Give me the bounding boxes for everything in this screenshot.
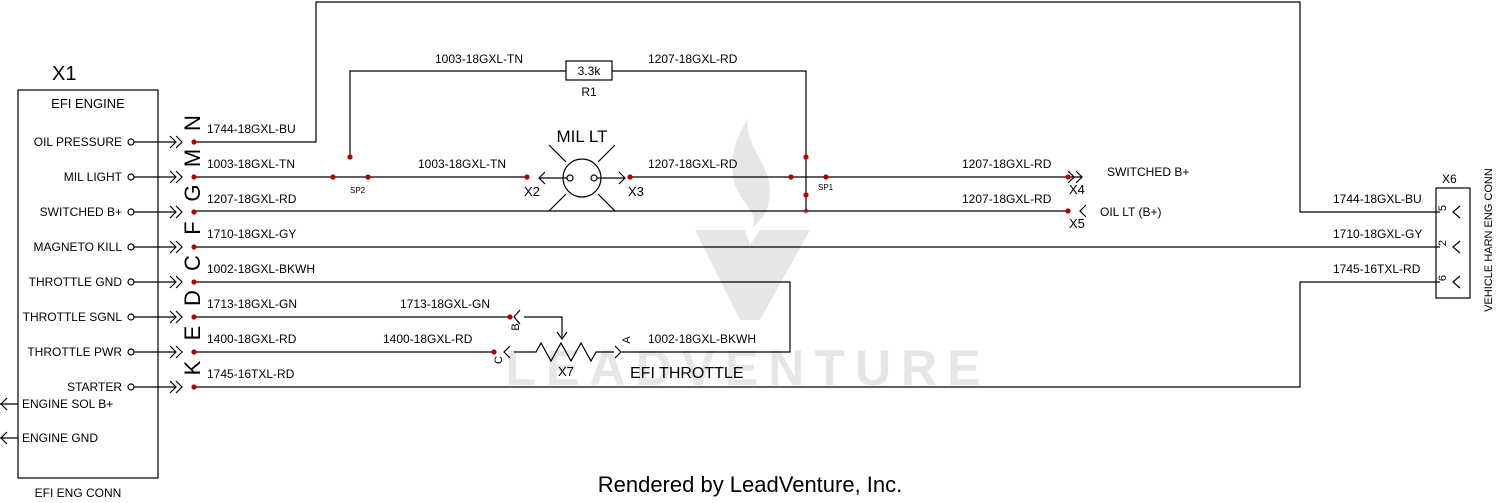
x3-ref: X3 <box>628 184 644 199</box>
x7-wire-b-label: 1713-18GXL-GN <box>400 297 490 311</box>
x1-pin-m: M <box>180 149 205 167</box>
wire-label-1002: 1002-18GXL-BKWH <box>207 262 315 276</box>
x1-output-arrows <box>0 397 18 445</box>
wire-label-1745: 1745-16TXL-RD <box>207 367 295 381</box>
x6-pin-2: 2 <box>1437 240 1449 246</box>
x1-pin-label-oil-pressure: OIL PRESSURE <box>34 135 122 149</box>
watermark-flame-icon <box>732 118 771 228</box>
r1-wire-right-label: 1207-18GXL-RD <box>648 52 738 66</box>
wire-label-1744: 1744-18GXL-BU <box>207 122 296 136</box>
x1-pin-label-magneto-kill: MAGNETO KILL <box>34 240 123 254</box>
x1-connector-box <box>17 89 159 479</box>
mil-wire-right-label: 1207-18GXL-RD <box>648 157 738 171</box>
x1-pin-label-throttle-pwr: THROTTLE PWR <box>27 345 122 359</box>
wire-label-1713: 1713-18GXL-GN <box>207 297 297 311</box>
x6-wire-label-2: 1710-18GXL-GY <box>1333 227 1422 241</box>
x1-pin-terminals <box>127 135 183 394</box>
wire-1744-bu <box>194 1 1440 213</box>
wire-1207-rd-r1 <box>612 70 807 211</box>
x1-pin-c: C <box>180 255 205 271</box>
x1-pin-label-throttle-gnd: THROTTLE GND <box>29 275 123 289</box>
x6-wire-label-6: 1745-16TXL-RD <box>1333 262 1421 276</box>
watermark-v-icon <box>695 230 810 320</box>
footer-text: Rendered by LeadVenture, Inc. <box>598 472 903 497</box>
x7-wire-a-label: 1002-18GXL-BKWH <box>648 332 756 346</box>
x1-footer: EFI ENG CONN <box>35 486 122 500</box>
x5-wire-label: 1207-18GXL-RD <box>962 192 1052 206</box>
x1-pin-label-throttle-sgnl: THROTTLE SGNL <box>23 310 123 324</box>
x2-ref: X2 <box>524 184 540 199</box>
x7-pin-c: C <box>493 356 505 364</box>
wire-1002-bkwh <box>194 281 791 353</box>
x6-wire-label-5: 1744-18GXL-BU <box>1333 192 1422 206</box>
mil-title: MIL LT <box>556 127 607 146</box>
x1-pin-label-mil-light: MIL LIGHT <box>64 170 123 184</box>
x7-pin-b: B <box>510 323 522 330</box>
x1-pin-f: F <box>180 221 205 234</box>
x7-ref: X7 <box>558 364 574 379</box>
mil-wire-left-label: 1003-18GXL-TN <box>418 157 506 171</box>
wire-1003-tn-r1 <box>349 70 566 157</box>
wire-label-1003: 1003-18GXL-TN <box>207 157 295 171</box>
x4-wire-label: 1207-18GXL-RD <box>962 157 1052 171</box>
x1-pin-label-switched-b: SWITCHED B+ <box>40 205 122 219</box>
x5-ref: X5 <box>1069 216 1085 231</box>
x7-wire-c-label: 1400-18GXL-RD <box>383 332 473 346</box>
x1-title: EFI ENGINE <box>51 96 125 111</box>
r1-resistor <box>565 60 613 81</box>
x5-connector-icon <box>1079 204 1087 218</box>
x4-connector-icon <box>1067 170 1083 184</box>
x7-title: EFI THROTTLE <box>630 365 744 382</box>
mil-lamp-icon <box>538 144 626 212</box>
x1-pin-d: D <box>180 290 205 306</box>
x1-pin-label-starter: STARTER <box>67 380 122 394</box>
wire-label-1400: 1400-18GXL-RD <box>207 332 297 346</box>
wire-label-1710: 1710-18GXL-GY <box>207 227 296 241</box>
junction-dots <box>191 139 1071 390</box>
x1-output-engine-gnd: ENGINE GND <box>22 431 98 445</box>
wire-1745-rd <box>194 281 1440 388</box>
x6-pin-arrows <box>1452 205 1461 289</box>
sp1-label: SP1 <box>818 183 834 192</box>
sp2-label: SP2 <box>350 186 366 195</box>
r1-value: 3.3k <box>578 64 602 78</box>
wire-label-1207: 1207-18GXL-RD <box>207 192 297 206</box>
x6-name: VEHICLE HARN ENG CONN <box>1483 168 1495 312</box>
x1-ref: X1 <box>52 63 76 85</box>
x1-pin-k: K <box>180 360 205 375</box>
x7-potentiometer-icon <box>503 309 622 363</box>
x1-pin-g: G <box>180 184 205 201</box>
x5-label: OIL LT (B+) <box>1100 205 1161 219</box>
x6-connector-box <box>1435 187 1471 299</box>
wires <box>194 1 1440 388</box>
x4-ref: X4 <box>1069 182 1085 197</box>
r1-ref: R1 <box>581 85 597 99</box>
x6-ref: X6 <box>1442 172 1457 186</box>
x6-pin-6: 6 <box>1437 275 1449 281</box>
x1-pin-n: N <box>180 115 205 131</box>
r1-wire-left-label: 1003-18GXL-TN <box>435 52 523 66</box>
x1-output-engine-sol: ENGINE SOL B+ <box>22 397 113 411</box>
x4-label: SWITCHED B+ <box>1107 165 1189 179</box>
x1-pin-e: E <box>180 326 205 341</box>
x7-pin-a: A <box>621 336 633 344</box>
x6-pin-5: 5 <box>1437 205 1449 211</box>
